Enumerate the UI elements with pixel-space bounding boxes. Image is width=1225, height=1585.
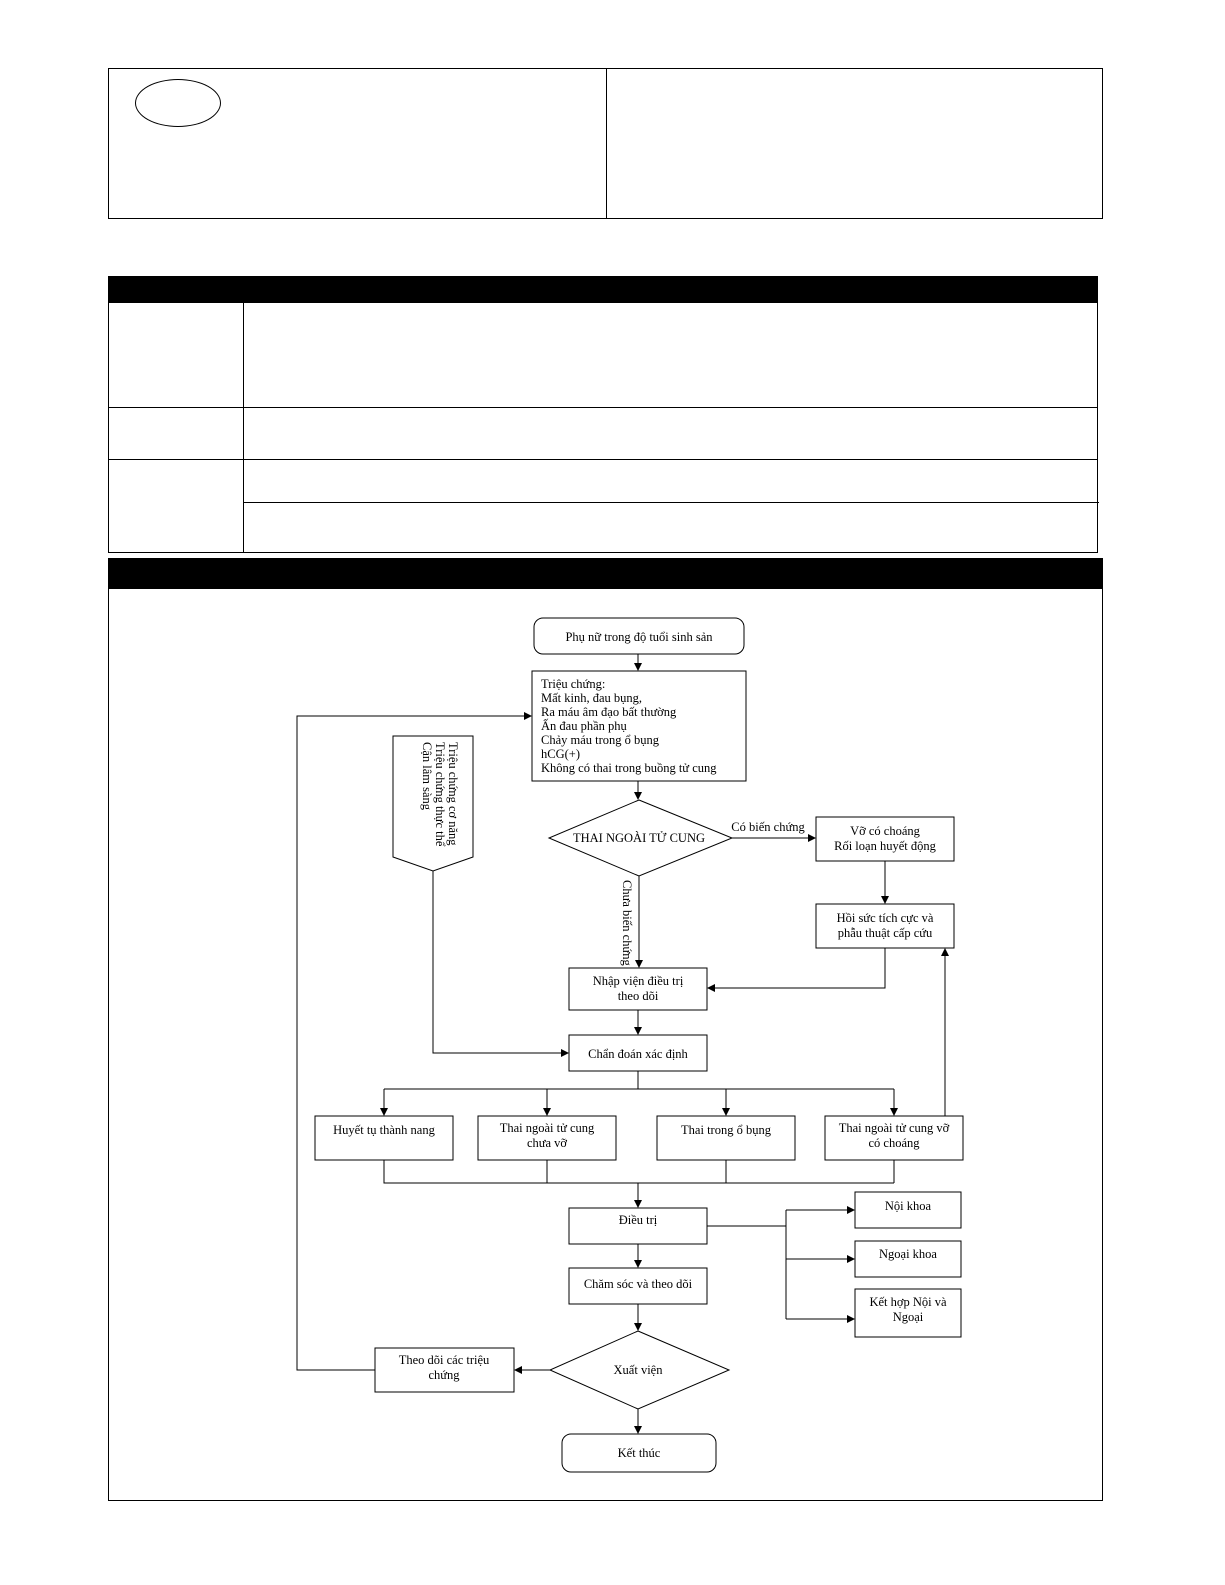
info-table-row-divider [109,407,1097,408]
treatment-node [568,1207,708,1245]
care-node [568,1267,708,1305]
info-table [108,276,1099,553]
connector [296,712,532,1371]
complicated-line: Rối loạn huyết động [834,839,936,853]
treatment-option-node [854,1288,962,1338]
info-table-row-divider [109,459,1097,460]
symptom-line: Ấn đau phần phụ [541,718,627,733]
discharge-label: Xuất viện [614,1363,664,1377]
header-box [108,68,1103,219]
symptom-line: Ra máu âm đạo bất thường [541,705,677,719]
criteria-node [392,735,474,872]
complicated-node [815,816,955,862]
treatment-label: Điều trị [619,1213,658,1227]
criteria-text: Triệu chứng cơ năng Triệu chứng thực thể… [420,742,460,847]
type-line: có choáng [868,1136,920,1150]
treatment-option-line: Ngoại khoa [879,1247,937,1261]
flowchart-header-bar [109,558,1102,589]
care-label: Chăm sóc và theo dõi [584,1277,693,1291]
follow-up-line: chứng [428,1368,460,1382]
info-table-subrow-divider [243,502,1099,503]
type-node [824,1115,964,1161]
connector [707,948,886,992]
start-node [533,617,745,655]
header-divider [606,69,607,218]
treatment-option-line: Nội khoa [885,1199,932,1213]
connector [383,1160,894,1184]
admit-line: Nhập viện điều trị [593,974,684,988]
follow-up-line: Theo dõi các triệu [399,1353,490,1367]
admit-line: theo dõi [618,989,659,1003]
flowchart-section [108,558,1103,1501]
info-table-column-divider [243,303,244,553]
resuscitation-line: phẫu thuật cấp cứu [838,926,933,940]
edge-label-complicated: Có biến chứng [731,820,805,834]
diagnosis-label: Chẩn đoán xác định [588,1047,688,1061]
end-node [561,1433,717,1473]
follow-up-node [374,1347,515,1393]
resuscitation-line: Hồi sức tích cực và [837,911,934,925]
treatment-option-node [854,1191,962,1229]
criteria-line: Triệu chứng thực thể [433,742,447,847]
logo-oval [135,79,221,127]
treatment-option-line: Kết hợp Nội và [869,1295,947,1309]
type-line: Thai ngoài tử cung vỡ [839,1121,950,1135]
symptom-line: Không có thai trong buồng tử cung [541,761,717,775]
treatment-option-node [854,1240,962,1278]
complicated-line: Vỡ có choáng [850,824,921,838]
symptom-line: Mất kinh, đau bụng, [541,691,642,705]
symptom-line: hCG(+) [541,747,580,761]
type-line: Thai ngoài tử cung [500,1121,595,1135]
type-line: Thai trong ổ bụng [681,1123,772,1137]
decision-label: THAI NGOÀI TỬ CUNG [573,831,705,845]
connector [432,871,569,1057]
type-node [477,1115,617,1161]
symptoms-text: Triệu chứng: Mất kinh, đau bụng, Ra máu … [541,677,717,775]
type-line: chưa vỡ [527,1136,567,1150]
resuscitation-node [815,903,955,949]
info-table-header-bar [109,276,1097,303]
end-label: Kết thúc [618,1446,661,1460]
start-label: Phụ nữ trong độ tuổi sinh sản [565,630,713,644]
diagnosis-node [568,1034,708,1072]
symptoms-node [531,670,747,782]
type-line: Huyết tụ thành nang [333,1123,435,1137]
type-node [656,1115,796,1161]
symptom-line: Chảy máu trong ổ bụng [541,733,660,747]
treatment-option-line: Ngoại [893,1310,924,1324]
criteria-line: Cận lâm sàng [420,742,434,811]
symptom-line: Triệu chứng: [541,677,605,691]
edge-label-uncomplicated: Chưa biến chứng [620,880,634,967]
criteria-line: Triệu chứng cơ năng [446,742,460,846]
